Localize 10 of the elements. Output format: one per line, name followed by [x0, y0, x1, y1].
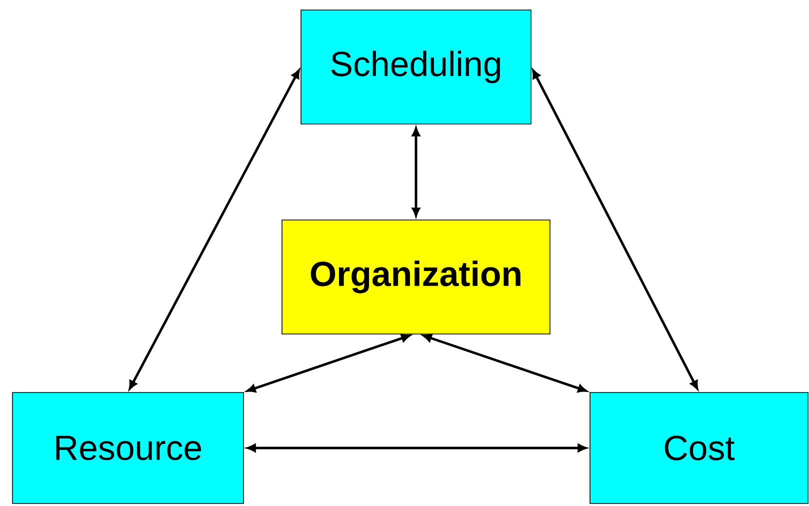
- process-box: Scheduling: [300, 10, 532, 124]
- arrow: [128, 70, 300, 390]
- arrow: [532, 70, 698, 390]
- process-box: Cost: [590, 392, 808, 504]
- process-box: Organization: [282, 220, 550, 334]
- arrow: [246, 334, 410, 392]
- arrow: [423, 334, 587, 392]
- arrow: [247, 444, 586, 452]
- process-box: Resource: [12, 392, 244, 504]
- arrow: [412, 128, 420, 216]
